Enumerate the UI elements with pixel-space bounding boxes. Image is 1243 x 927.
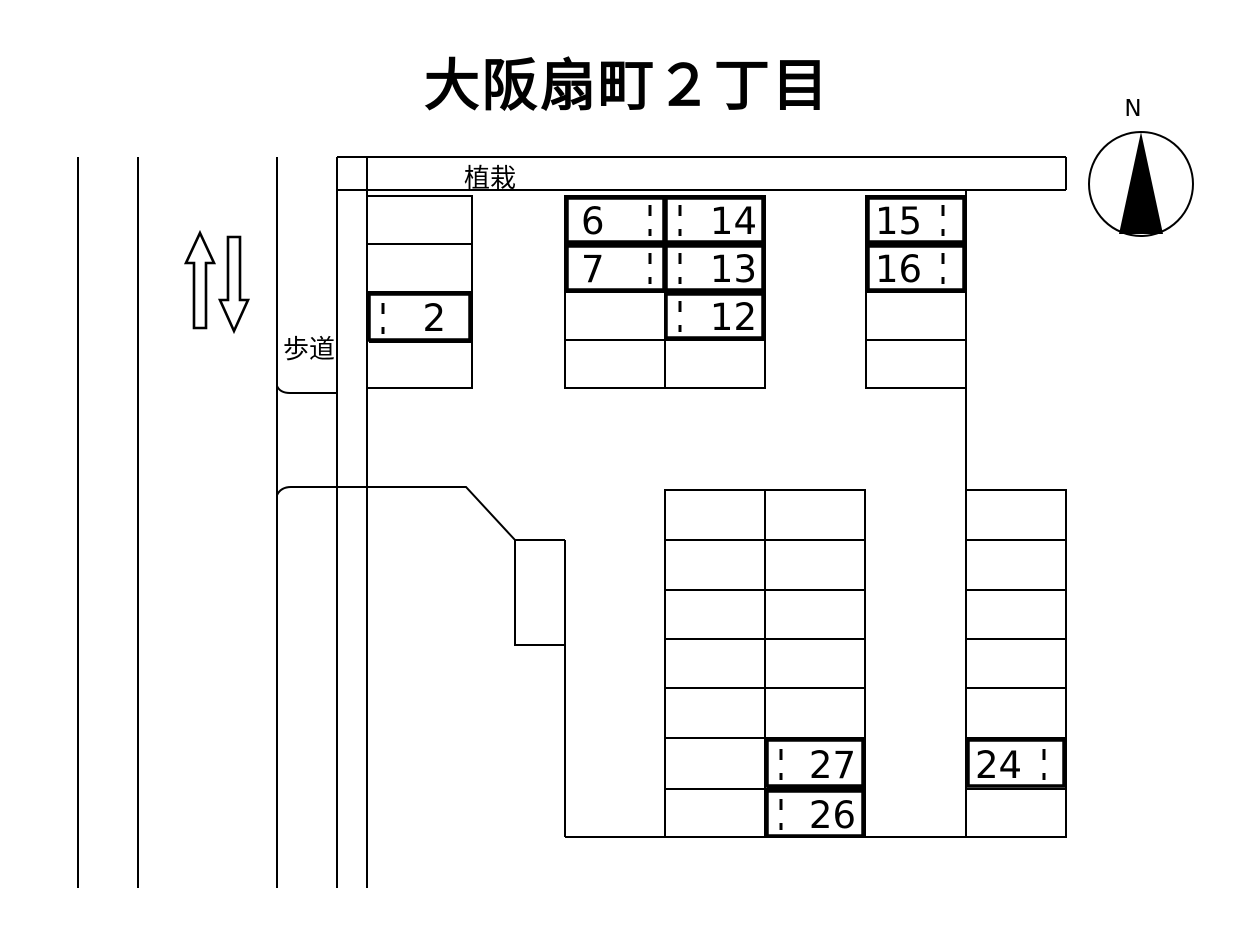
boundary-upper-left xyxy=(276,190,338,394)
sidewalk-label: 歩道 xyxy=(283,335,335,365)
traffic-direction-arrows xyxy=(183,229,251,335)
compass-rose: N xyxy=(1088,96,1194,237)
stall-2-box[interactable] xyxy=(367,292,472,342)
arrow-up-icon xyxy=(183,229,217,330)
lower-right-block-outline xyxy=(965,489,1067,838)
parking-stall-24[interactable]: 24 xyxy=(966,738,1066,788)
stall-6-box[interactable] xyxy=(565,196,666,244)
stall-7-number: 7 xyxy=(581,248,605,291)
stall-13-box[interactable] xyxy=(664,244,765,292)
stall-14-box[interactable] xyxy=(664,196,765,244)
lower-right-parking-block: 24 xyxy=(965,489,1067,838)
stall-16-box[interactable] xyxy=(866,244,966,292)
stall-27-number: 27 xyxy=(809,744,856,787)
parking-stall-16[interactable]: 16 xyxy=(866,244,966,292)
parking-stall-15[interactable]: 15 xyxy=(866,196,966,244)
parking-stall-14[interactable]: 14 xyxy=(664,196,765,244)
compass-north-label: N xyxy=(1124,96,1141,122)
stall-14-number: 14 xyxy=(710,200,757,243)
stall-15-number: 15 xyxy=(875,200,922,243)
parking-stall-6[interactable]: 6 xyxy=(565,196,666,244)
stall-12-box[interactable] xyxy=(664,292,765,340)
parking-stall-2[interactable]: 2 xyxy=(367,292,472,342)
parking-stall-7[interactable]: 7 xyxy=(565,244,666,292)
upper-right-parking-block: 15 16 xyxy=(865,195,967,389)
stall-12-number: 12 xyxy=(710,296,757,339)
stall-6-number: 6 xyxy=(581,200,605,243)
parking-stall-12[interactable]: 12 xyxy=(664,292,765,340)
parking-stall-26[interactable]: 26 xyxy=(765,789,865,838)
parking-stall-13[interactable]: 13 xyxy=(664,244,765,292)
upper-center-parking-block: 6 14 7 13 xyxy=(564,195,766,389)
stall-26-number: 26 xyxy=(809,794,856,837)
stall-24-box[interactable] xyxy=(966,738,1066,788)
arrow-down-icon xyxy=(217,235,251,335)
street-lines xyxy=(77,157,368,888)
parking-stall-27[interactable]: 27 xyxy=(765,738,865,788)
stall-16-number: 16 xyxy=(875,248,922,291)
compass-needle-icon xyxy=(1119,132,1163,234)
stall-7-box[interactable] xyxy=(565,244,666,292)
stall-13-number: 13 xyxy=(710,248,757,291)
boundary-lower-left xyxy=(276,486,566,837)
stall-15-box[interactable] xyxy=(866,196,966,244)
lower-center-parking-block: 27 26 xyxy=(664,489,866,838)
left-parking-block: 2 xyxy=(366,195,473,389)
page-title: 大阪扇町２丁目 xyxy=(424,54,830,119)
stall-26-box[interactable] xyxy=(765,789,865,838)
planting-strip-label: 植栽 xyxy=(464,164,516,194)
stall-24-number: 24 xyxy=(975,744,1022,787)
stall-2-number: 2 xyxy=(422,297,446,340)
